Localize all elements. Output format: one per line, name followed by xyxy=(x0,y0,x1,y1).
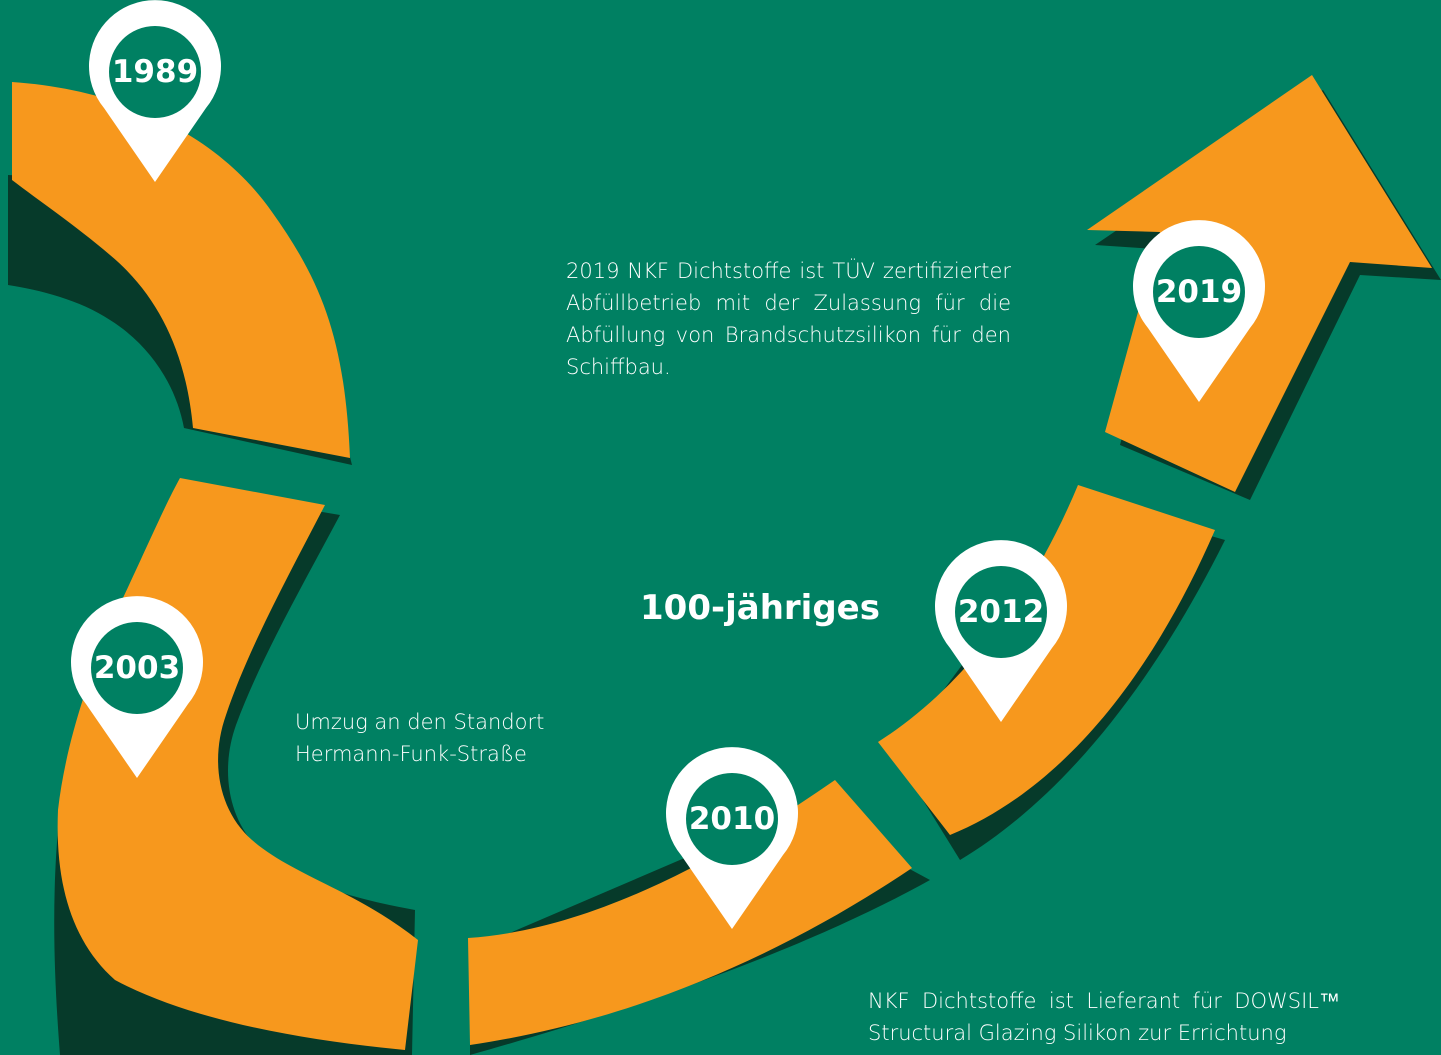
pin-1989: 1989 xyxy=(89,0,222,182)
pin-2010: 2010 xyxy=(666,747,798,929)
road-segment-1989 xyxy=(12,82,350,458)
pin-year-label: 2012 xyxy=(958,594,1044,630)
milestone-text-2019: 2019 NKF Dichtstoffe ist TÜV zertifizier… xyxy=(566,259,1011,379)
milestone-text-2003-line1: Umzug an den Standort xyxy=(295,710,545,734)
pin-year-label: 2019 xyxy=(1156,274,1242,310)
pin-2012: 2012 xyxy=(935,540,1067,722)
milestone-text-2003: Umzug an den Standort Hermann-Funk-Straß… xyxy=(295,706,595,770)
road-segment-2010 xyxy=(468,780,912,1045)
pin-2019: 2019 xyxy=(1133,220,1265,402)
pin-year-label: 2003 xyxy=(94,650,180,686)
road-segment-2012 xyxy=(878,485,1215,835)
pin-2003: 2003 xyxy=(71,596,204,778)
pin-year-label: 1989 xyxy=(112,54,198,90)
milestone-text-2010: NKF Dichtstoffe ist Lieferant für DOWSIL… xyxy=(868,989,1340,1045)
pin-year-label: 2010 xyxy=(689,801,775,837)
milestone-text-2003-line2: Hermann-Funk-Straße xyxy=(295,742,527,766)
centenary-label: 100-jähriges xyxy=(640,588,880,628)
